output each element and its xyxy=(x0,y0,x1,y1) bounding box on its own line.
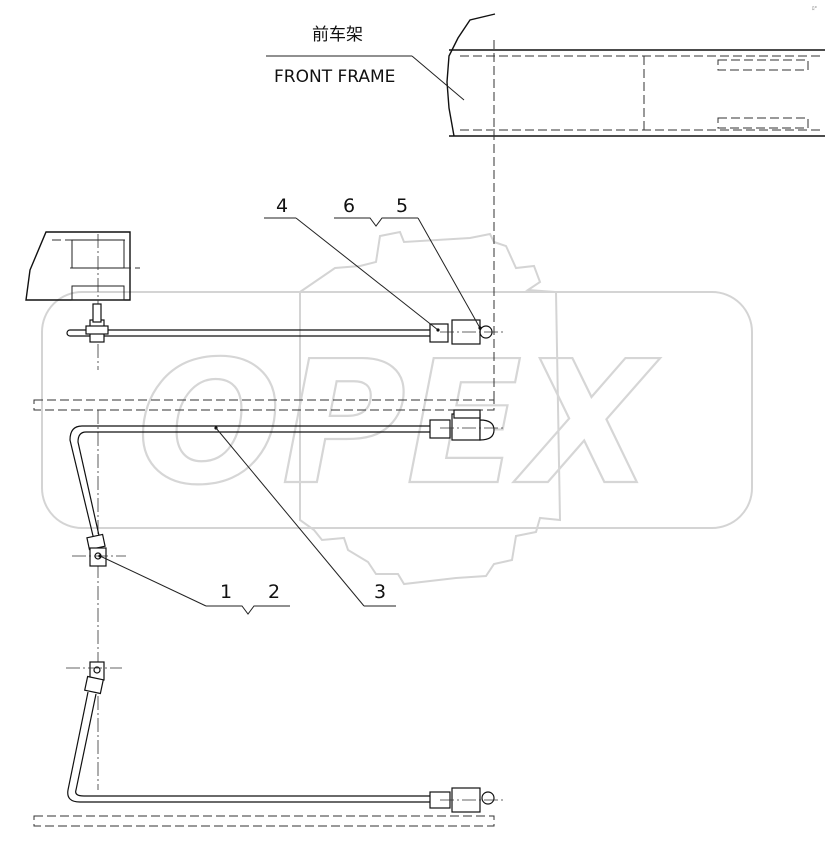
ref-bar-top xyxy=(33,399,495,411)
part-label-4: 4 xyxy=(276,195,288,217)
ref-bar-bottom xyxy=(33,815,495,827)
watermark-badge xyxy=(41,291,753,529)
part-label-1: 1 xyxy=(220,581,232,603)
front-frame xyxy=(446,13,825,400)
front-frame-label-en: FRONT FRAME xyxy=(274,67,395,87)
front-frame-label-cn: 前车架 xyxy=(312,25,363,45)
front-frame-caption: 前车架 FRONT FRAME xyxy=(266,25,465,101)
front-frame-outline xyxy=(446,13,496,137)
part-label-3: 3 xyxy=(374,581,386,603)
part-label-5: 5 xyxy=(396,195,408,217)
upper-tube-assembly xyxy=(66,303,505,345)
part-label-6: 6 xyxy=(343,195,355,217)
lower-tube-assembly xyxy=(66,661,505,813)
watermark-gear xyxy=(299,230,562,586)
watermark-text: OPEX xyxy=(137,325,661,523)
corner-mark: ﾛ° xyxy=(812,6,818,12)
upper-nut xyxy=(429,323,449,343)
part-callouts: 4 6 5 3 1 2 xyxy=(98,195,482,615)
part-label-2: 2 xyxy=(268,581,280,603)
middle-tube-assembly xyxy=(69,409,505,541)
lower-tube xyxy=(67,691,430,803)
left-bracket xyxy=(25,231,140,370)
upper-tube xyxy=(66,329,430,337)
watermark: OPEX xyxy=(41,230,753,586)
middle-tube xyxy=(69,425,430,541)
joint-middle-left xyxy=(72,533,126,567)
